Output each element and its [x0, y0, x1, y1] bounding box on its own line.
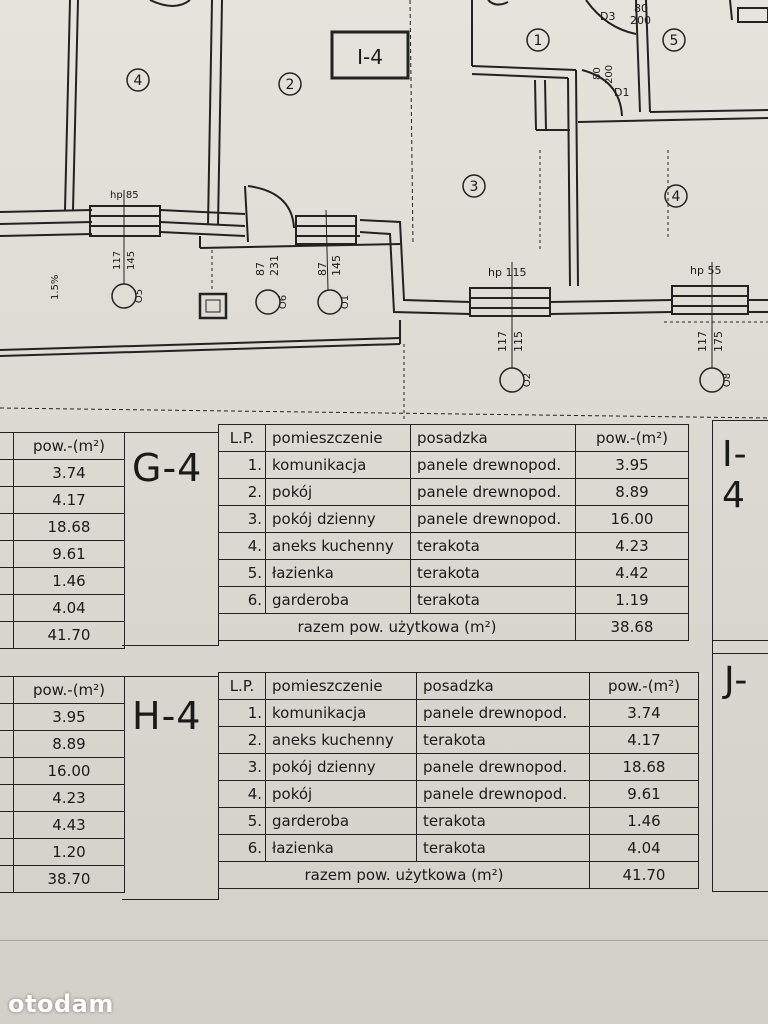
window-hp: hp 55 [690, 264, 721, 277]
area-header: pow.-(m²) [13, 432, 125, 460]
area-total: 38.70 [13, 865, 125, 893]
right-unit-panel [712, 640, 768, 892]
window-dim: 145 [330, 255, 343, 276]
window-dim: 231 [268, 255, 281, 276]
area-header: pow.-(m²) [13, 676, 125, 704]
area-value: 4.04 [13, 594, 125, 622]
h4-room-table: L.P. pomieszczenie posadzka pow.-(m²) 1.… [218, 672, 699, 889]
room-marker [126, 68, 150, 92]
room-number: 4 [134, 73, 143, 89]
wall [64, 0, 71, 211]
unit-label-i4: I-4 [722, 434, 748, 516]
column [198, 292, 228, 320]
col-header: pomieszczenie [265, 424, 411, 452]
col-header: pow.-(m²) [589, 672, 699, 700]
window-dim: 117 [696, 331, 709, 352]
col-header: L.P. [218, 672, 266, 700]
area-value: 1.46 [13, 567, 125, 595]
left-top-area-table: pow.-(m²) 3.74 4.17 18.68 9.61 1.46 4.04… [0, 432, 125, 649]
door-dim: 200 [630, 14, 651, 27]
unit-tag: I-4 [357, 45, 383, 69]
unit-label-h4: H-4 [132, 694, 202, 738]
window-code: O6 [278, 295, 289, 309]
area-value: 8.89 [13, 730, 125, 758]
room-number: 5 [670, 33, 679, 49]
window-code: O8 [722, 373, 733, 387]
area-value: 4.17 [13, 486, 125, 514]
door-dim: 80 [634, 2, 648, 15]
door-dim: 200 [604, 65, 615, 84]
room-number: 4 [672, 189, 681, 205]
right-unit-panel [712, 420, 768, 654]
wall [72, 0, 79, 211]
window-dim: 175 [712, 331, 725, 352]
total-row: razem pow. użytkowa (m²) 38.68 [218, 613, 689, 641]
area-value: 4.43 [13, 811, 125, 839]
total-value: 38.68 [575, 613, 689, 641]
total-row: razem pow. użytkowa (m²) 41.70 [218, 861, 699, 889]
watermark-logo: otodam [8, 990, 114, 1018]
total-label: razem pow. użytkowa (m²) [218, 861, 590, 889]
area-value: 18.68 [13, 513, 125, 541]
floor-plan-drawing: I-4 4 2 3 1 5 4 D1 D3 80 200 80 200 hp 8… [0, 0, 768, 420]
window-dim: 87 [254, 262, 267, 276]
divider [0, 940, 768, 941]
col-header: posadzka [410, 424, 576, 452]
room-number: 2 [286, 77, 295, 93]
total-value: 41.70 [589, 861, 699, 889]
window [89, 205, 161, 237]
left-bottom-area-table: pow.-(m²) 3.95 8.89 16.00 4.23 4.43 1.20… [0, 676, 125, 893]
table-header-row: L.P. pomieszczenie posadzka pow.-(m²) [218, 424, 689, 452]
area-value: 16.00 [13, 757, 125, 785]
col-header: L.P. [218, 424, 266, 452]
unit-label-g4: G-4 [132, 446, 203, 490]
area-total: 41.70 [13, 621, 125, 649]
area-value: 3.74 [13, 459, 125, 487]
unit-label-j: J- [724, 660, 749, 701]
room-number: 3 [470, 179, 479, 195]
col-header: pow.-(m²) [575, 424, 689, 452]
window-dim: 115 [512, 331, 525, 352]
room-number: 1 [534, 33, 543, 49]
table-header-row: L.P. pomieszczenie posadzka pow.-(m²) [218, 672, 699, 700]
unit-tag-box [330, 30, 410, 80]
col-header: posadzka [416, 672, 590, 700]
window-dim: 145 [126, 251, 137, 270]
door-label: D1 [614, 86, 629, 99]
total-label: razem pow. użytkowa (m²) [218, 613, 576, 641]
window-hp: hp 85 [110, 190, 139, 201]
area-value: 3.95 [13, 703, 125, 731]
door-dim: 80 [592, 67, 603, 80]
window-code: O1 [340, 295, 351, 309]
area-value: 9.61 [13, 540, 125, 568]
col-header: pomieszczenie [265, 672, 417, 700]
door-label: D3 [600, 10, 615, 23]
window-hp: hp 115 [488, 266, 526, 279]
area-value: 1.20 [13, 838, 125, 866]
window-dim: 87 [316, 262, 329, 276]
g4-room-table: L.P. pomieszczenie posadzka pow.-(m²) 1.… [218, 424, 689, 641]
window-code: O5 [134, 289, 145, 303]
window-dim: 117 [112, 251, 123, 270]
area-value: 4.23 [13, 784, 125, 812]
window-code: O2 [522, 373, 533, 387]
window-dim: 117 [496, 331, 509, 352]
slope-label: 1.5% [50, 275, 61, 300]
